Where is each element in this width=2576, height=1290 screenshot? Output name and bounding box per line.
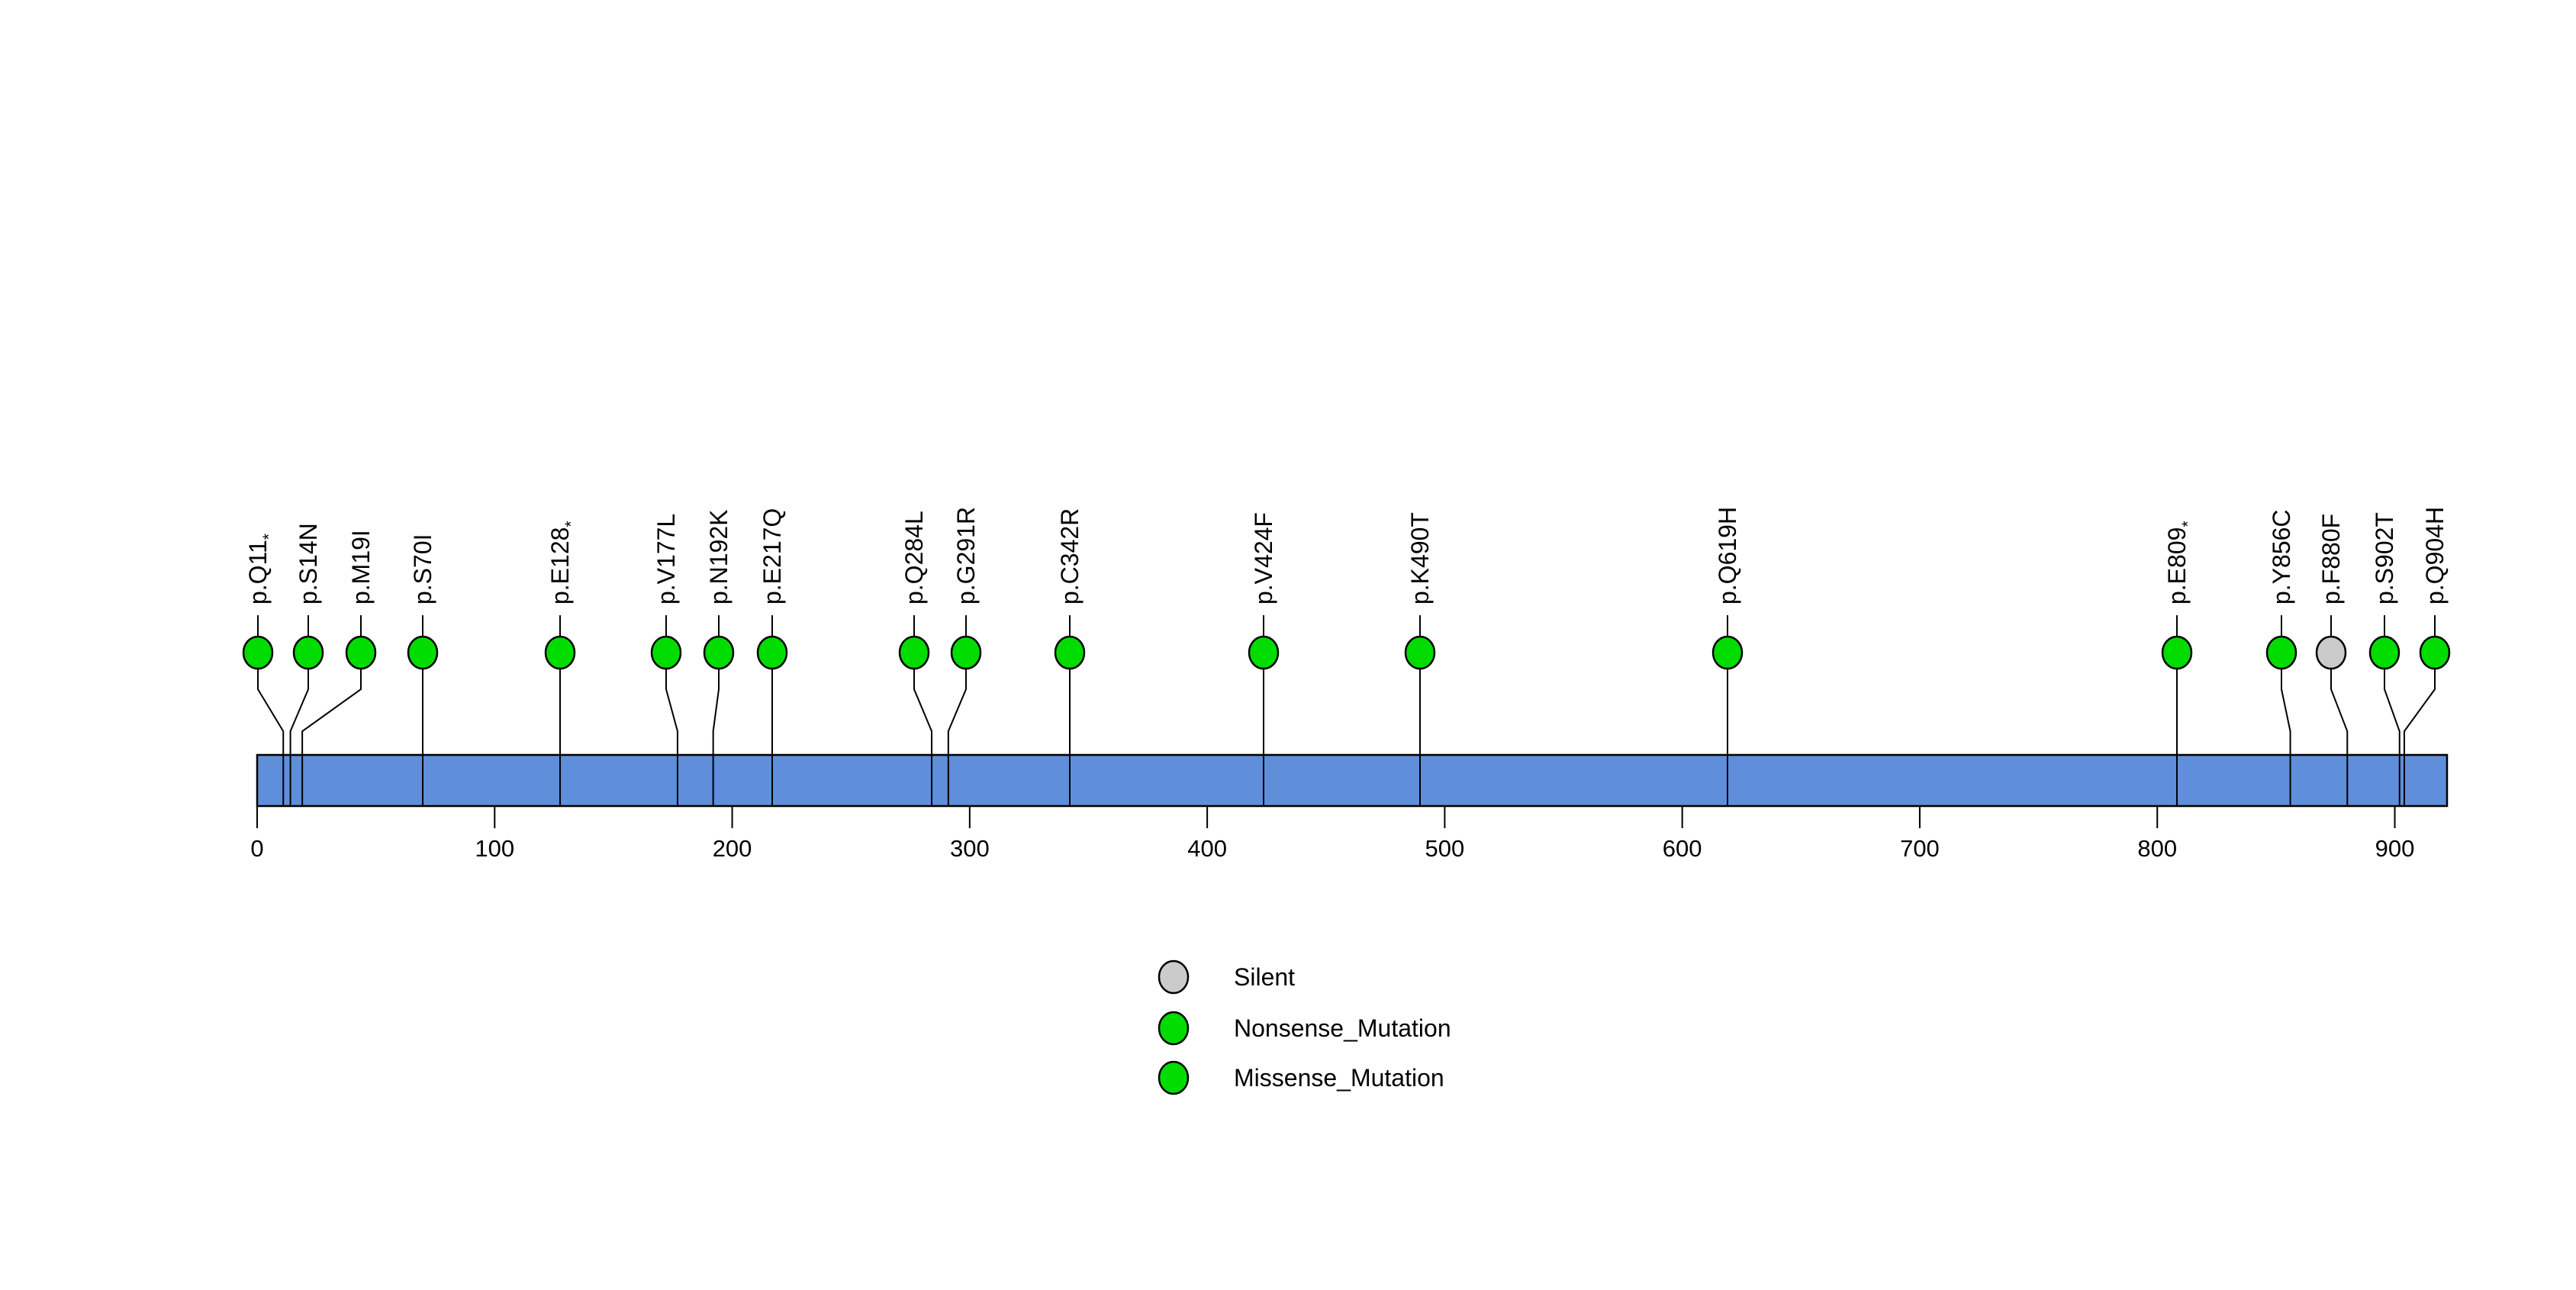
mutation-label: p.K490T [1406,512,1434,605]
mutation-circle [242,635,274,670]
mutation-circle [1711,635,1744,670]
mutation-label: p.S14N [295,523,322,605]
mutation-circle [2161,635,2193,670]
mutation-lollipop: p.E217Q [756,508,788,806]
mutation-circle [2315,635,2347,670]
legend-marker [1158,959,1190,995]
mutation-circle [1054,635,1086,670]
mutation-lollipop: p.M19I [301,530,377,806]
mutation-lollipop: p.S14N [289,523,324,806]
legend-label: Silent [1234,963,1295,991]
protein-bar [256,753,2449,808]
axis-tick-label: 400 [1187,835,1227,862]
mutation-lollipop: p.K490T [1404,512,1436,806]
axis-tick-label: 300 [950,835,990,862]
mutation-lollipop: p.C342R [1054,508,1086,806]
legend-item: Nonsense_Mutation [1158,1011,1451,1046]
mutation-circle [345,635,377,670]
mutation-lollipop: p.S902T [2368,512,2401,806]
mutation-label: p.N192K [705,509,733,605]
mutation-lollipop: p.Y856C [2265,509,2297,806]
mutation-lollipop: p.Q619H [1711,507,1744,806]
mutation-lollipop: p.G291R [947,507,982,806]
legend-marker [1158,1060,1190,1095]
mutation-circle [650,635,682,670]
axis-tick-label: 800 [2137,835,2177,862]
axis-tick-label: 200 [713,835,752,862]
mutation-circle [292,635,324,670]
axis-tick-label: 700 [1900,835,1940,862]
mutation-label: p.V177L [652,514,680,605]
axis-tick-label: 500 [1425,835,1465,862]
x-axis: 0 100 200 300 400 500 600 700 800 900 [250,806,2414,862]
mutation-circle [2265,635,2297,670]
mutation-circle [407,635,439,670]
mutation-label: p.Y856C [2268,509,2295,605]
legend-item: Silent [1158,959,1295,995]
mutation-label: p.F880F [2317,514,2345,605]
axis-tick-label: 900 [2375,835,2415,862]
mutation-label: p.G291R [952,507,980,605]
axis-tick-label: 100 [475,835,514,862]
mutation-lollipop: p.S70I [407,534,439,806]
mutation-circle [756,635,788,670]
axis-tick-label: 600 [1663,835,1702,862]
legend-marker [1158,1011,1190,1046]
mutation-lollipop: p.Q904H [2403,507,2451,806]
mutation-circle [950,635,982,670]
mutation-circle [2419,635,2451,670]
mutation-label: p.M19I [347,530,375,605]
legend-label: Nonsense_Mutation [1234,1014,1451,1042]
mutation-circle [898,635,930,670]
mutation-label: p.C342R [1056,508,1084,605]
mutation-label: p.S70I [409,534,436,605]
mutation-lollipop: p.Q284L [898,511,933,806]
legend-item: Missense_Mutation [1158,1060,1444,1095]
mutation-lollipop: p.V424F [1248,512,1280,806]
legend-label: Missense_Mutation [1234,1064,1444,1092]
mutation-lollipop: p.V177L [650,514,682,806]
mutation-circle [703,635,735,670]
mutation-lollipop: p.N192K [703,509,735,806]
mutation-circle [1404,635,1436,670]
mutation-label: p.V424F [1250,512,1277,605]
mutation-label: p.Q619H [1714,507,1741,605]
mutation-label: p.Q904H [2421,507,2449,605]
mutation-lollipop: p.F880F [2315,514,2349,806]
mutation-circle [544,635,576,670]
mutation-label: p.S902T [2371,512,2398,605]
mutation-label: p.Q284L [900,511,928,605]
mutation-circle [2368,635,2401,670]
mutation-circle [1248,635,1280,670]
mutation-label: p.E217Q [758,508,786,605]
axis-tick-label: 0 [250,835,263,862]
